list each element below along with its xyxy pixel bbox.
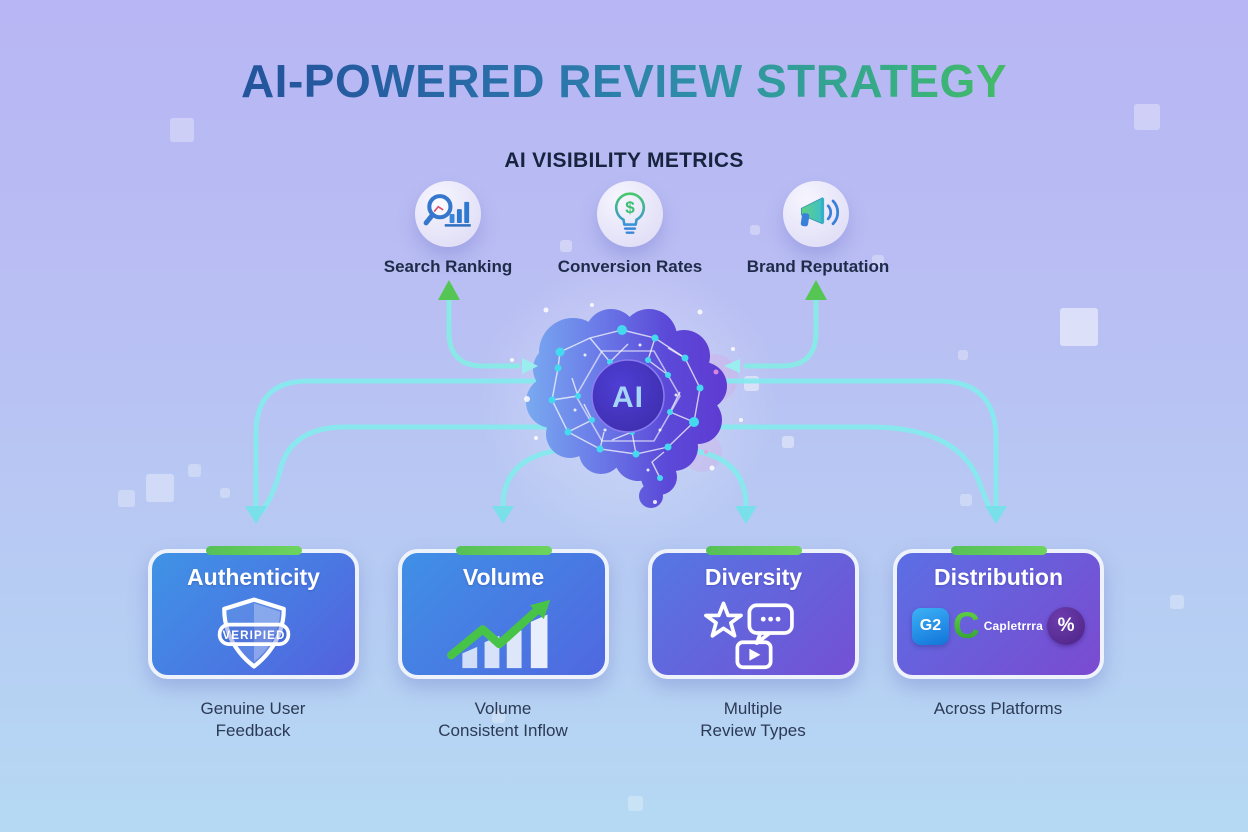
metrics-heading: AI VISIBILITY METRICS xyxy=(504,149,744,172)
star-icon xyxy=(703,601,743,638)
page-title: AI-POWERED REVIEW STRATEGY xyxy=(0,54,1248,108)
capterra-logo-letter: C xyxy=(952,605,980,646)
verified-shield-icon: VERIPIED xyxy=(217,597,290,669)
g2-logo: G2 xyxy=(911,607,949,645)
card-diversity: Diversity xyxy=(648,546,859,679)
card-authenticity: Authenticity VERIPIED xyxy=(148,546,359,679)
platform-logos: G2 C Capletrrra % xyxy=(911,605,1086,646)
video-play-icon xyxy=(735,640,772,670)
decor-square xyxy=(750,225,760,235)
decor-square xyxy=(492,710,505,723)
megaphone-icon xyxy=(800,197,840,227)
metric-circle-search-ranking xyxy=(415,181,481,247)
decor-square xyxy=(188,464,201,477)
search-ranking-icon xyxy=(423,194,471,227)
decor-square xyxy=(220,488,230,498)
percent-logo: % xyxy=(1047,607,1086,645)
card-title: Volume xyxy=(462,564,545,590)
capterra-logo-name: Capletrrra xyxy=(983,619,1044,633)
card-title: Authenticity xyxy=(187,564,320,590)
decor-square xyxy=(1170,595,1184,609)
card-distribution: Distribution G2 C Capletrrra % xyxy=(893,546,1104,679)
growth-chart-icon xyxy=(446,599,550,669)
decor-square xyxy=(146,474,174,502)
card-title: Distribution xyxy=(933,564,1064,590)
caption-distribution: Across Platforms xyxy=(933,699,1063,718)
chat-bubble-icon xyxy=(747,603,794,646)
card-accent-bar xyxy=(950,546,1047,555)
lightbulb-dollar-icon: $ xyxy=(614,192,646,234)
metric-circle-conversion-rates: $ xyxy=(597,181,663,247)
card-title: Diversity xyxy=(704,564,803,590)
decor-square xyxy=(958,350,968,360)
review-types-icons xyxy=(703,601,794,670)
metric-label-brand-reputation: Brand Reputation xyxy=(746,257,890,276)
decor-square xyxy=(170,118,194,142)
decor-square xyxy=(1060,308,1098,346)
decor-square xyxy=(872,255,884,267)
card-volume: Volume xyxy=(398,546,609,679)
metric-label-conversion-rates: Conversion Rates xyxy=(557,257,703,276)
card-accent-bar xyxy=(705,546,802,555)
card-accent-bar xyxy=(205,546,302,555)
decor-square xyxy=(560,240,572,252)
shield-badge-text: VERIPIED xyxy=(222,629,285,642)
metric-circle-brand-reputation xyxy=(783,181,849,247)
decor-square xyxy=(628,796,643,811)
svg-text:$: $ xyxy=(625,198,635,217)
decor-square xyxy=(1134,104,1160,130)
card-accent-bar xyxy=(455,546,552,555)
decor-square xyxy=(118,490,135,507)
